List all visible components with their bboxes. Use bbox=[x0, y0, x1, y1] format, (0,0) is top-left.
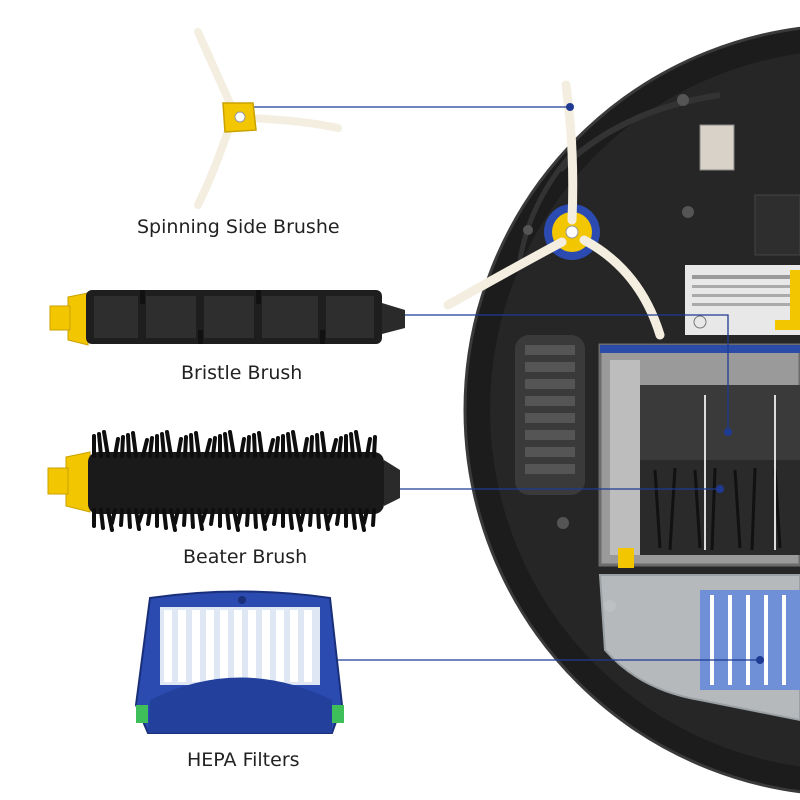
beater-brush-label: Beater Brush bbox=[183, 546, 308, 568]
robot-vacuum-underside-icon bbox=[443, 26, 800, 794]
side-brush-label: Spinning Side Brushe bbox=[137, 216, 340, 238]
bristle-brush-label: Bristle Brush bbox=[181, 362, 303, 384]
leader-dots bbox=[566, 103, 764, 664]
robot-side-brush-icon bbox=[443, 80, 665, 340]
beater-brush-icon bbox=[47, 430, 400, 532]
leader-lines bbox=[240, 106, 760, 661]
hepa-filter-label: HEPA Filters bbox=[187, 749, 300, 771]
sensor-plate bbox=[699, 124, 735, 171]
bristle-brush-icon bbox=[49, 290, 405, 346]
hepa-filter-icon bbox=[134, 590, 344, 734]
leader-line-bristle bbox=[380, 314, 729, 432]
side-brush-icon bbox=[194, 28, 342, 209]
